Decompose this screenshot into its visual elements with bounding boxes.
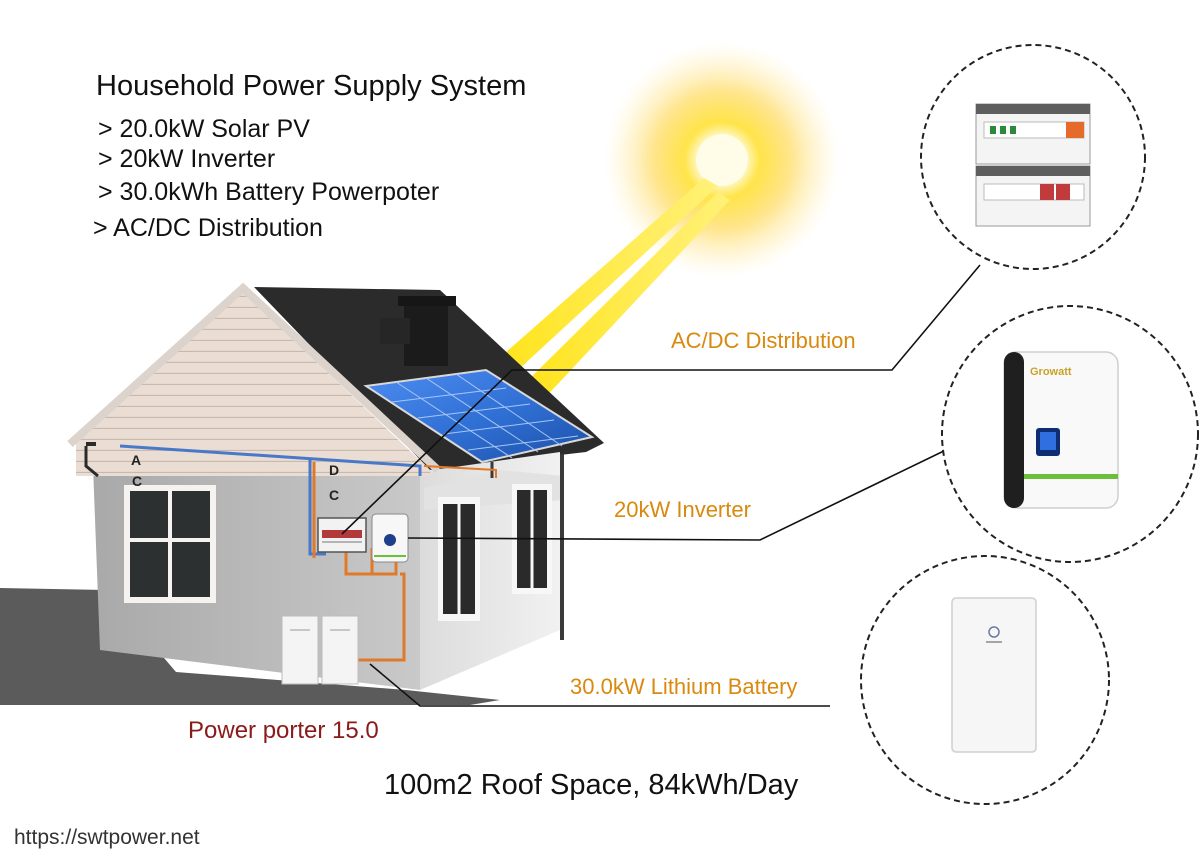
diagram-title: Household Power Supply System xyxy=(96,70,527,102)
ac-wire xyxy=(119,444,422,476)
callout-inverter: 20kW Inverter xyxy=(614,497,751,522)
wire-label-c-dc: C xyxy=(329,487,340,503)
inverter-large xyxy=(1003,351,1119,509)
leader-lines xyxy=(341,264,981,707)
wire-label-a: A xyxy=(131,452,142,468)
window-left xyxy=(124,485,216,603)
battery-small xyxy=(281,615,359,685)
spec-inverter: > 20kW Inverter xyxy=(98,145,276,173)
window-right-1 xyxy=(438,497,480,621)
inverter-small xyxy=(371,513,409,563)
battery-large xyxy=(951,597,1037,753)
callout-battery: 30.0kW Lithium Battery xyxy=(570,674,798,699)
wire-label-c-ac: C xyxy=(132,473,143,489)
sun-rays xyxy=(472,178,730,418)
distribution-box-small xyxy=(317,517,367,553)
source-url: https://swtpower.net xyxy=(14,826,200,849)
spec-battery: > 30.0kWh Battery Powerpoter xyxy=(98,178,440,206)
distribution-panel-large xyxy=(975,103,1091,227)
roof-summary: 100m2 Roof Space, 84kWh/Day xyxy=(384,769,799,801)
wire-label-d: D xyxy=(329,462,340,478)
chimney xyxy=(380,296,456,366)
spec-solar-pv: > 20.0kW Solar PV xyxy=(98,115,310,143)
callout-distribution: AC/DC Distribution xyxy=(671,328,856,353)
power-porter-label: Power porter 15.0 xyxy=(188,717,379,744)
inverter-brand-logo: Growatt xyxy=(1030,366,1072,378)
solar-panel xyxy=(363,368,595,464)
spec-distribution: > AC/DC Distribution xyxy=(93,214,323,242)
